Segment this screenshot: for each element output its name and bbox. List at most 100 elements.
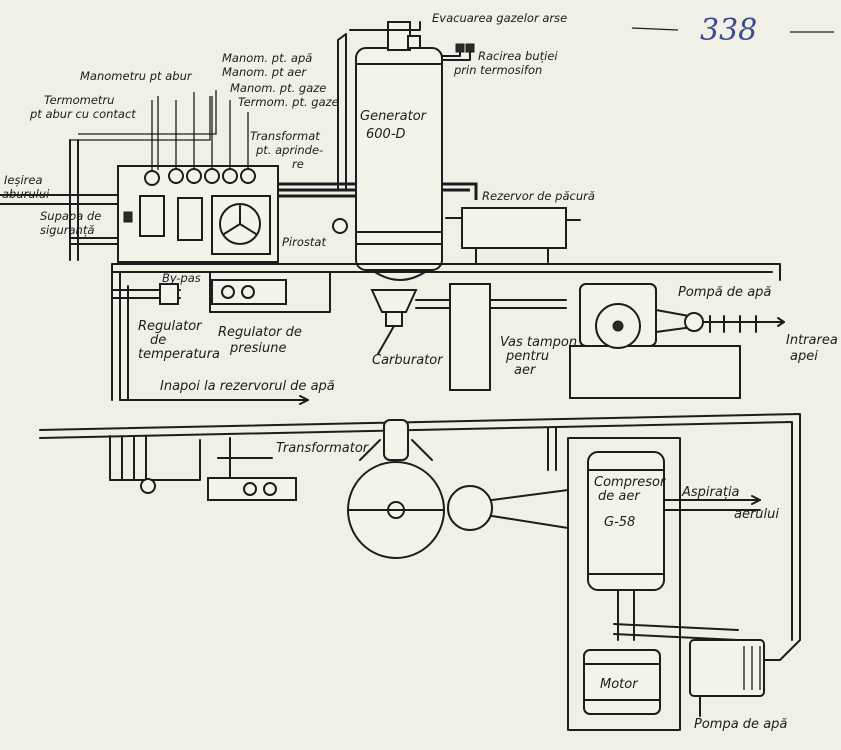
label-pirostat: Pirostat — [282, 235, 326, 249]
panel-left-pipes — [69, 139, 119, 261]
top-pump-outlet — [703, 315, 771, 333]
enclosure-frame — [567, 437, 681, 731]
gauge-stems — [151, 92, 249, 170]
generator-bottom — [371, 269, 429, 281]
label-termometru-1: Termometru — [44, 93, 114, 107]
carburator-unit — [370, 289, 451, 355]
lower-left-loop — [109, 439, 201, 481]
label-regulator-temp-1: Regulator — [138, 319, 203, 334]
lower-main-pipe — [39, 413, 801, 641]
label-manom-gaze: Manom. pt. gaze — [230, 81, 326, 95]
lower-left-drops — [109, 435, 147, 481]
label-termometru-2: pt abur cu contact — [29, 107, 136, 121]
fuel-tank-unit — [445, 207, 581, 265]
generator-plan-arms — [359, 439, 433, 461]
label-evacuarea: Evacuarea gazelor arse — [432, 11, 567, 25]
carburator-base — [385, 311, 403, 327]
label-iesirea-1: Ieșirea — [4, 173, 43, 187]
buffer-plan-circle — [447, 485, 493, 531]
main-pipe-upper — [111, 263, 781, 281]
lower-transformer — [207, 437, 297, 501]
drive-belt — [613, 623, 739, 641]
plan-pipe-to-compressor — [491, 489, 569, 529]
label-vas-tampon-3: aer — [514, 363, 537, 378]
carburator-leader — [377, 325, 395, 355]
generator-bands — [355, 63, 443, 245]
generator-panel-lines — [278, 182, 356, 198]
label-supapa-1: Supapa de — [40, 209, 101, 223]
page-number: 338 — [700, 13, 757, 48]
generator-top-neck — [387, 21, 411, 51]
generator-plan-top — [383, 419, 409, 461]
label-generator-2: 600-D — [366, 127, 406, 142]
page-number-group: 338 — [631, 13, 834, 48]
generator-right-lines — [442, 182, 478, 200]
fuel-tank-legs — [475, 247, 549, 265]
gauge-water — [186, 168, 202, 184]
steam-exit-pipe — [0, 194, 119, 205]
generator-left-pipe — [337, 33, 347, 191]
gauge-air — [204, 168, 220, 184]
label-regulator-pres-1: Regulator de — [218, 325, 302, 340]
compressor-enclosure — [547, 427, 765, 731]
label-transformat-2: pt. aprinde- — [255, 143, 323, 157]
panel-transformer-spokes — [223, 205, 257, 235]
water-inlet-arrowhead — [777, 317, 785, 327]
label-racirea-1: Racirea buției — [478, 49, 558, 63]
air-buffer-body — [449, 283, 491, 391]
lower-transformer-wires — [217, 437, 273, 479]
label-pompa-apa-top: Pompă de apă — [678, 285, 771, 300]
motor-bands — [583, 663, 661, 701]
label-compresor-1: Compresor — [594, 475, 667, 490]
cooling-valve-1 — [455, 43, 465, 53]
label-transformat-3: re — [292, 157, 304, 171]
air-intake-arrowhead — [751, 495, 761, 505]
label-vas-tampon-1: Vas tampon — [500, 335, 577, 350]
pressure-regulator — [209, 271, 331, 313]
compressor-shaft — [617, 589, 635, 641]
return-arrowhead — [299, 395, 309, 405]
label-compresor-2: de aer — [598, 489, 641, 504]
top-pump-hub — [612, 320, 624, 332]
control-panel — [0, 90, 279, 263]
bypass-valve — [159, 283, 179, 305]
label-intrarea-2: apei — [790, 349, 818, 364]
compressor-bands — [587, 469, 665, 575]
label-inapoi: Inapoi la rezervorul de apă — [160, 379, 335, 394]
label-transformat-1: Transformat — [250, 129, 320, 143]
lower-left-valve — [140, 478, 156, 494]
pirostat-sensor — [332, 218, 348, 234]
label-transformator: Transformator — [276, 441, 370, 456]
lower-right-return — [759, 639, 801, 661]
label-compresor-3: G-58 — [604, 515, 635, 530]
label-pompa-apa-bottom: Pompa de apă — [694, 717, 787, 732]
label-bypas: By-pas — [162, 271, 201, 285]
label-generator-1: Generator — [360, 109, 428, 124]
label-regulator-temp-3: temperatura — [138, 347, 220, 362]
pressure-regulator-dial-1 — [221, 285, 235, 299]
compressor-body — [587, 451, 665, 591]
gauge-steam — [168, 168, 184, 184]
label-supapa-2: siguranță — [40, 223, 94, 237]
label-aspiratia-1: Aspirația — [681, 485, 740, 500]
label-rezervor-pacura: Rezervor de păcură — [482, 189, 595, 203]
fuel-tank-pipes — [445, 217, 581, 221]
page-number-dash-left — [631, 27, 679, 31]
safety-valve-mark — [123, 211, 133, 223]
panel-top-loop — [70, 90, 217, 141]
air-buffer-vessel — [449, 283, 567, 391]
motor-body — [583, 649, 661, 715]
generator-top-valve — [407, 35, 421, 49]
compressor-feed — [547, 427, 557, 471]
top-pump-unit — [569, 283, 785, 399]
gauge-thermometer — [144, 170, 160, 186]
label-termom-gaze: Termom. pt. gaze — [238, 95, 339, 109]
carburator-to-buffer — [415, 299, 451, 309]
panel-relay — [177, 197, 203, 241]
label-motor: Motor — [600, 677, 639, 692]
panel-transformer-wheel — [219, 203, 261, 245]
label-racirea-2: prin termosifon — [453, 63, 542, 77]
air-intake-pipe — [663, 499, 761, 511]
